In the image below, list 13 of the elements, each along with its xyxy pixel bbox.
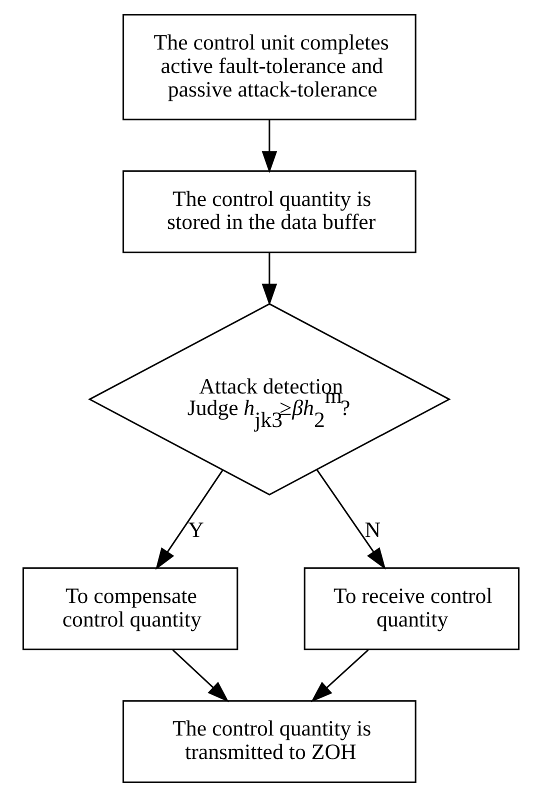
- node-box: The control quantity is transmitted to ZOH: [122, 700, 416, 784]
- node-box: The control unit completes active fault-tolerance and passive attack-tolerance: [122, 14, 416, 120]
- arrow: [172, 649, 228, 702]
- edge-label: Y: [188, 518, 204, 542]
- node-box: To compensate control quantity: [22, 567, 238, 650]
- arrow: [310, 649, 368, 702]
- arrow: [316, 469, 386, 570]
- edge-label: N: [364, 518, 380, 542]
- arrow: [261, 252, 277, 306]
- arrow: [261, 120, 277, 174]
- node-box: To receive control quantity: [303, 567, 520, 650]
- arrow: [155, 470, 223, 570]
- node-box: The control quantity is stored in the data buffer: [122, 170, 416, 254]
